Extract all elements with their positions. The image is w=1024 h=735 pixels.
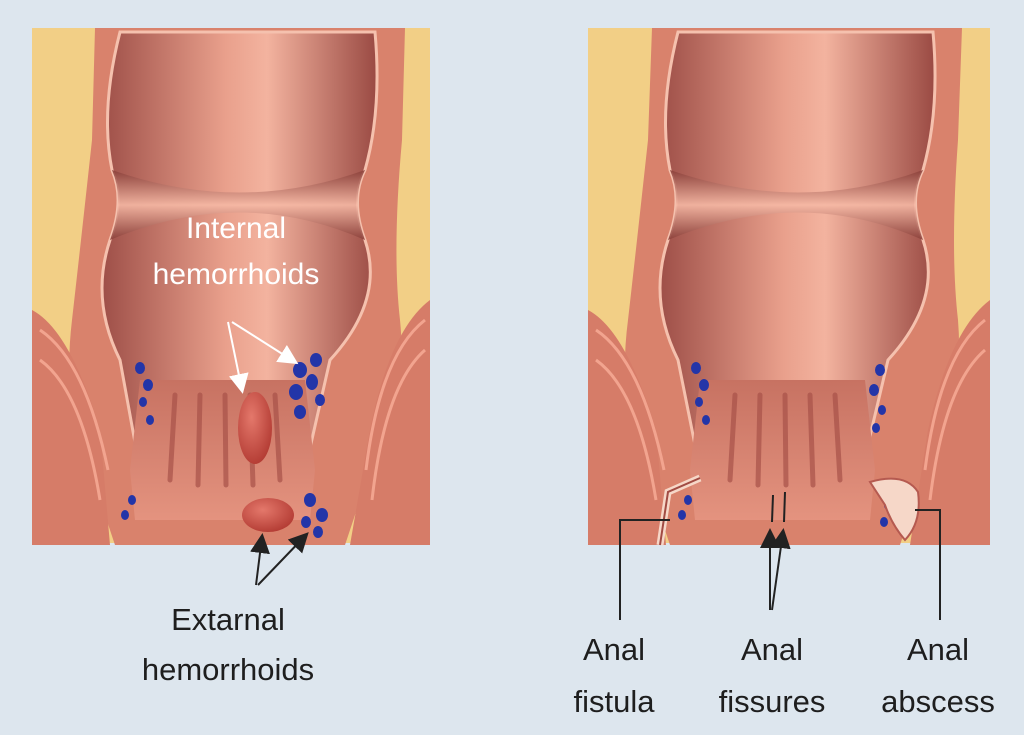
- label-internal-line2: hemorrhoids: [153, 258, 320, 291]
- left-panel: Internal hemorrhoids Extarnal hemorrhoid…: [32, 28, 430, 687]
- fissure-mark-1: [771, 494, 774, 523]
- external-hemorrhoid: [242, 498, 294, 532]
- label-external-line1: Extarnal: [171, 602, 285, 637]
- label-internal-line1: Internal: [186, 212, 286, 245]
- fissure-mark-2: [783, 491, 786, 523]
- label-abscess-line1: Anal: [907, 632, 969, 667]
- left-rectal-fold: [110, 170, 365, 240]
- left-levator-muscle-right: [350, 300, 430, 545]
- internal-hemorrhoid: [238, 392, 272, 464]
- fistula-leader: [619, 519, 670, 620]
- right-anal-canal: [690, 380, 875, 520]
- label-external-line2: hemorrhoids: [142, 652, 314, 687]
- external-arrow-2: [257, 532, 309, 586]
- internal-arrow-2: [231, 321, 299, 365]
- left-venous-plexus: [121, 353, 328, 538]
- right-rectal-fold: [668, 170, 923, 240]
- right-panel: Anal fistula Anal fissures Anal abscess: [574, 28, 995, 719]
- label-fissures-line2: fissures: [719, 684, 826, 719]
- internal-arrow-1: [227, 321, 249, 394]
- left-anal-canal: [130, 380, 315, 520]
- label-fistula-line1: Anal: [583, 632, 645, 667]
- abscess-pocket: [868, 477, 920, 542]
- label-fistula-line2: fistula: [574, 684, 656, 719]
- label-fissures-line1: Anal: [741, 632, 803, 667]
- fissure-arrow-2: [770, 528, 791, 611]
- abscess-leader: [915, 509, 941, 620]
- right-levator-muscle-right: [910, 300, 990, 545]
- external-arrow-1: [250, 533, 270, 586]
- label-abscess-line2: abscess: [881, 684, 995, 719]
